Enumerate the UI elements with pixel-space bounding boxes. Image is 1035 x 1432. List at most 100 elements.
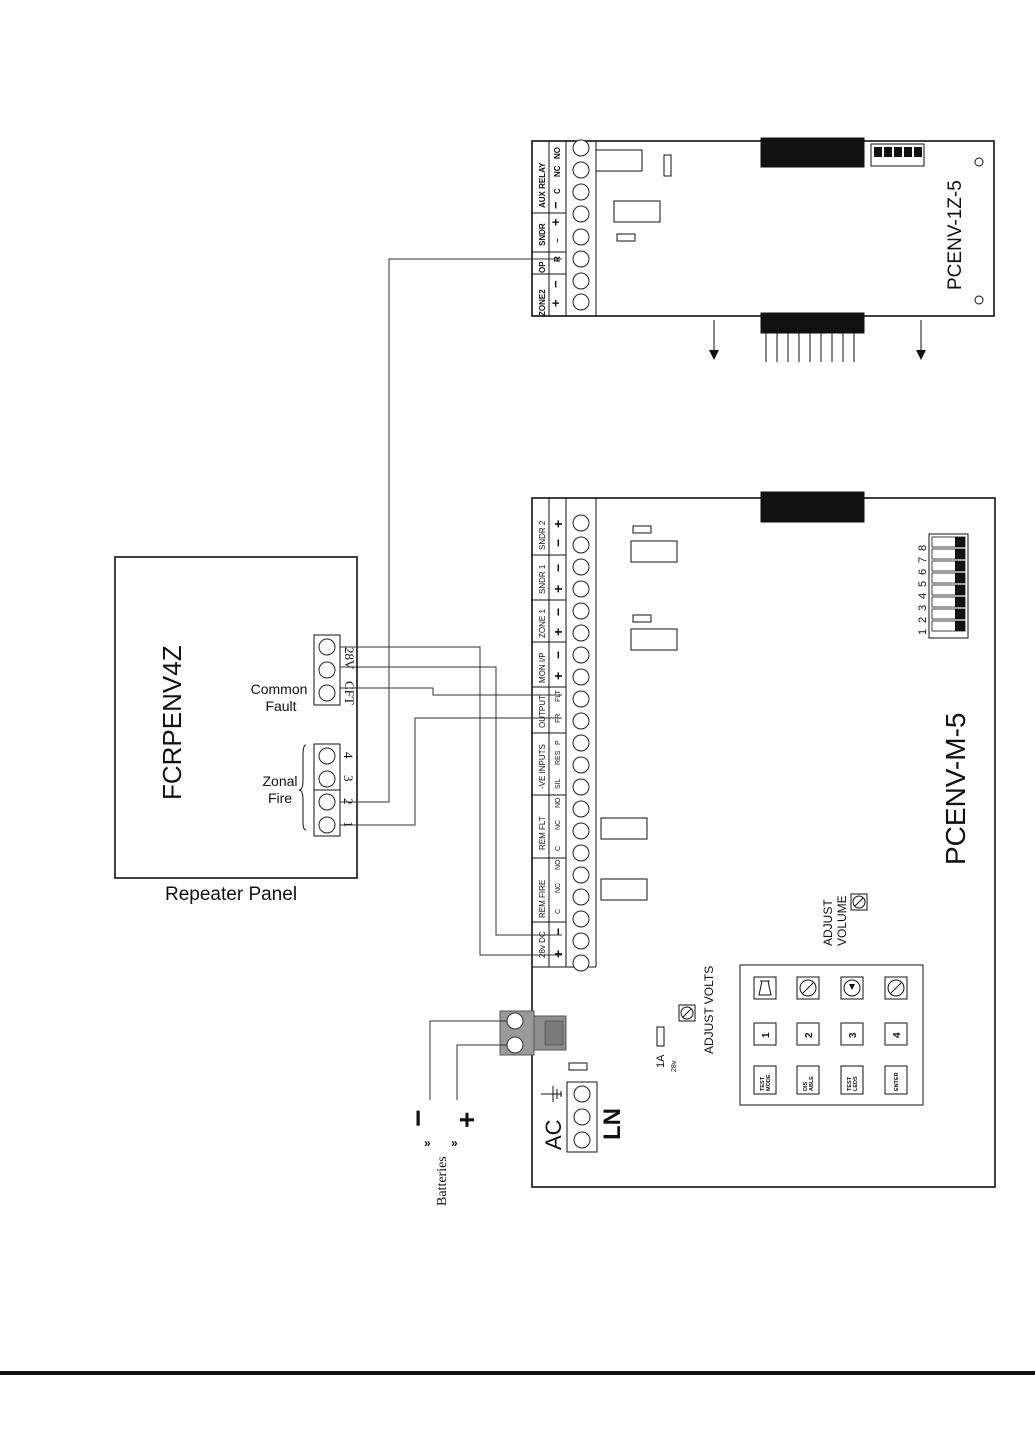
sounder-icon-key[interactable] (753, 976, 777, 1000)
keypad-function-key-label: LEDS (853, 1076, 859, 1091)
main-sublabel: RES (555, 750, 562, 765)
zone-module-sublabel: − (548, 280, 563, 288)
main-sublabel: NC (555, 820, 562, 830)
zone-module-terminal (572, 139, 590, 157)
main-terminal (572, 734, 590, 752)
keypad-key-3[interactable]: 3 (840, 1022, 864, 1046)
main-board-model: PCENV-M-5 (940, 713, 971, 865)
keypad-key-label: 4 (892, 1032, 903, 1038)
fire-terminal-1 (318, 816, 336, 834)
common-fault-label-2: Fault (265, 698, 296, 714)
keypad-function-key-label: TEST (760, 1076, 766, 1091)
main-group-label: 28v DC (538, 931, 547, 958)
main-group-label: SNDR 1 (538, 564, 547, 594)
dip-number: 6 (917, 569, 929, 575)
page-rule (0, 1371, 1035, 1375)
main-sublabel: P (555, 740, 562, 745)
fire-terminal-label-3: 3 (341, 775, 356, 782)
keypad-key-4[interactable]: 4 (884, 1022, 908, 1046)
main-terminal (572, 690, 590, 708)
adjust-volts-label: ADJUST VOLTS (702, 966, 716, 1054)
earth-icon (541, 1086, 562, 1102)
main-sublabel: − (550, 928, 566, 936)
zone-module-connector-bottom (760, 312, 865, 334)
dip-number: 1 (917, 629, 929, 635)
common-fault-label-1: Common (251, 681, 308, 697)
main-sublabel: − (550, 608, 566, 616)
keypad-key-1[interactable]: 1 (753, 1022, 777, 1046)
zone-module-component-1 (595, 149, 643, 172)
terminal-cft (318, 684, 336, 702)
main-sublabel: + (550, 520, 566, 528)
zonal-fire-label-1: Zonal (262, 773, 297, 789)
sounder-icon (758, 980, 772, 996)
volume-potentiometer[interactable] (850, 893, 868, 911)
dip-number: 7 (917, 557, 929, 563)
zone-module-jumper-1 (663, 154, 672, 177)
main-terminal (572, 558, 590, 576)
zone-module-connector-top (760, 137, 865, 168)
silence-icon (887, 979, 905, 997)
zone-module-sublabel: − (548, 201, 563, 209)
jumper-1a[interactable] (656, 1026, 665, 1047)
zone-module-terminal (572, 161, 590, 179)
terminal-28v (318, 638, 336, 656)
terminal-nc (318, 661, 336, 679)
zone-module-sublabel: + (548, 218, 563, 226)
keypad-key-label: 2 (804, 1032, 815, 1038)
recycle-icon (843, 979, 861, 997)
zonal-fire-brace (298, 744, 307, 831)
keypad-function-key[interactable]: ENTER (884, 1065, 908, 1095)
keypad-function-key-label: ENTER (894, 1072, 900, 1091)
recycle-icon-key[interactable] (840, 976, 864, 1000)
main-sublabel: − (550, 651, 566, 659)
jumper-zone (632, 614, 652, 623)
main-terminal (572, 800, 590, 818)
mute-icon-key[interactable] (796, 976, 820, 1000)
keypad-key-2[interactable]: 2 (796, 1022, 820, 1046)
silence-icon-key[interactable] (884, 976, 908, 1000)
component-zone (630, 628, 678, 651)
terminal-l (573, 1131, 591, 1149)
terminal-label-cft: CFT (342, 681, 357, 705)
sndr-label: SNDR (538, 223, 547, 246)
battery-connector (429, 1010, 567, 1100)
adjust-volume-label-1: ADJUST (821, 899, 835, 946)
main-terminal (572, 712, 590, 730)
main-terminal (572, 668, 590, 686)
op-label: OP (538, 261, 547, 273)
terminal-earth (573, 1085, 591, 1103)
zone-module-terminal (572, 272, 590, 290)
main-terminal (572, 888, 590, 906)
wire-zone-fire-2 (340, 258, 562, 803)
main-group-label: ZONE 1 (538, 609, 547, 638)
jumper-28v-label: 28v (671, 1060, 678, 1072)
dip-number: 5 (917, 581, 929, 587)
ac-label: AC (541, 1119, 566, 1150)
zone-module-dip-switch (870, 143, 925, 167)
fault-terminal-block (313, 634, 341, 706)
wire-0v (340, 666, 562, 936)
fire-terminal-label-1: 1 (341, 821, 356, 828)
zone-module-sublabel: − (553, 238, 562, 243)
main-sublabel: + (550, 672, 566, 680)
mute-icon (799, 979, 817, 997)
ac-terminal-block (566, 1081, 598, 1153)
volts-potentiometer[interactable] (678, 1004, 696, 1022)
battery-leads: » » − + Batteries (402, 1109, 482, 1206)
fire-terminal-label-2: 2 (341, 798, 356, 805)
keypad-key-label: 3 (848, 1032, 859, 1038)
zone-module-component-2 (613, 200, 661, 223)
main-sublabel: − (550, 539, 566, 547)
main-terminal (572, 954, 590, 972)
main-terminal (572, 646, 590, 664)
dip-number: 8 (917, 545, 929, 551)
battery-minus: − (402, 1109, 435, 1127)
main-terminal (572, 932, 590, 950)
ln-label: LN (599, 1108, 626, 1140)
